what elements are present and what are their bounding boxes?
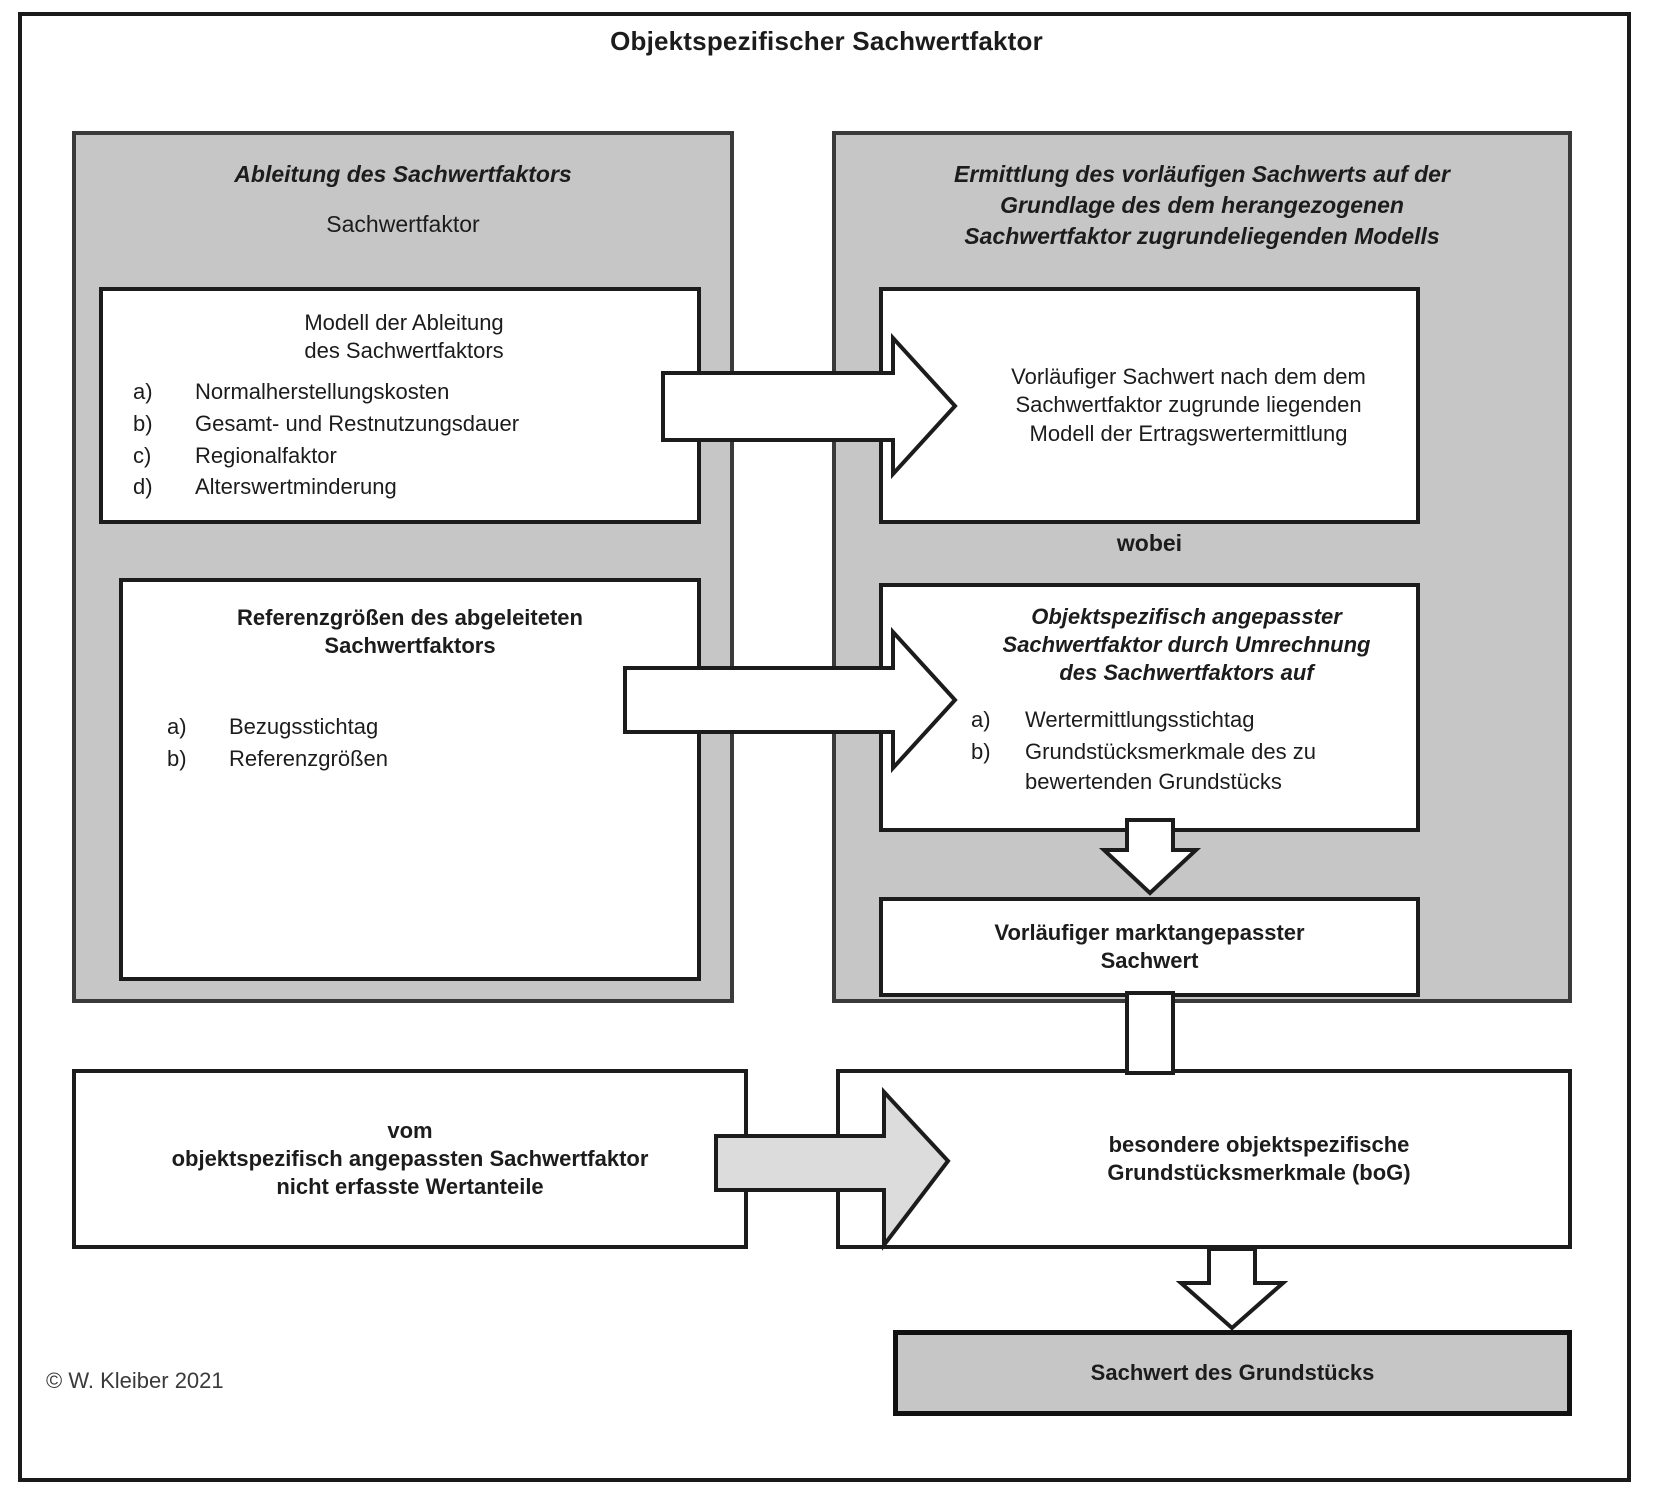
list-item: d) Alterswertminderung <box>133 472 687 502</box>
box-objektspez-title-line2: Sachwertfaktor durch Umrechnung <box>1002 632 1371 658</box>
box-bog-line1: besondere objektspezifische <box>1108 1131 1410 1157</box>
list-marker: d) <box>133 474 153 500</box>
box-nicht-erfasste-wertanteile: vom objektspezifisch angepassten Sachwer… <box>72 1069 748 1249</box>
panel-ableitung-subheading: Sachwertfaktor <box>326 211 480 237</box>
list-item: a) Bezugsstichtag <box>167 712 681 742</box>
list-item: b) Grundstücksmerkmale des zu bewertende… <box>971 737 1402 796</box>
referenz-item-list: a) Bezugsstichtag b) Referenzgrößen <box>139 712 681 773</box>
list-text: Regionalfaktor <box>195 442 337 468</box>
list-text: Normalherstellungskosten <box>195 379 450 405</box>
list-marker: b) <box>167 746 187 771</box>
box-sachwert-des-grundstuecks: Sachwert des Grundstücks <box>893 1330 1572 1416</box>
panel-ermittlung-heading-line3: Sachwertfaktor zugrundeliegenden Modells <box>964 223 1440 250</box>
box-besondere-objektspezifische-grundstuecksmerkmale: besondere objektspezifische Grundstücksm… <box>836 1069 1572 1249</box>
list-text: Grundstücksmerkmale des zu bewertenden G… <box>1025 739 1316 794</box>
panel-ableitung-heading: Ableitung des Sachwertfaktors <box>234 161 572 187</box>
list-item: a) Wertermittlungsstichtag <box>971 705 1402 735</box>
box-vorlaeufig-line1: Vorläufiger Sachwert nach dem dem <box>1011 364 1366 390</box>
box-sachwert-grundstueck-label: Sachwert des Grundstücks <box>1090 1359 1375 1385</box>
box-objektspez-title-line1: Objektspezifisch angepasster <box>1031 604 1342 629</box>
box-marktangepasst-line2: Sachwert <box>1100 948 1199 973</box>
box-objektspez-title-line3: des Sachwertfaktors auf <box>1059 660 1314 686</box>
list-marker: b) <box>133 411 153 436</box>
list-marker: a) <box>167 714 187 740</box>
wobei-label: wobei <box>1116 530 1183 556</box>
panel-ermittlung-heading-line1: Ermittlung des vorläufigen Sachwerts auf… <box>954 161 1450 187</box>
list-marker: c) <box>133 442 152 468</box>
box-modell-der-ableitung: Modell der Ableitung des Sachwertfaktors… <box>99 287 701 524</box>
list-marker: b) <box>971 739 991 765</box>
modell-item-list: a) Normalherstellungskosten b) Gesamt- u… <box>121 377 687 502</box>
box-vorlaeufig-line2: Sachwertfaktor zugrunde liegenden <box>1015 392 1362 418</box>
box-referenz-title-line2: Sachwertfaktors <box>324 633 496 659</box>
box-modell-title-line2: des Sachwertfaktors <box>304 338 504 364</box>
objektspez-item-list: a) Wertermittlungsstichtag b) Grundstück… <box>971 705 1402 796</box>
box-vorlaeufig-line3: Modell der Ertragswertermittlung <box>1029 420 1348 446</box>
box-marktangepasst-line1: Vorläufiger marktangepasster <box>994 919 1305 945</box>
list-item: a) Normalherstellungskosten <box>133 377 687 407</box>
panel-ermittlung-heading-line2: Grundlage des dem herangezogenen <box>1000 192 1404 219</box>
copyright-notice: © W. Kleiber 2021 <box>46 1368 224 1393</box>
box-wertanteile-line2: objektspezifisch angepassten Sachwertfak… <box>171 1145 649 1171</box>
box-modell-title-line1: Modell der Ableitung <box>304 310 504 335</box>
list-marker: a) <box>133 379 153 405</box>
box-referenz-title-line1: Referenzgrößen des abgeleiteten <box>237 605 583 630</box>
panel-ermittlung: Ermittlung des vorläufigen Sachwerts auf… <box>832 131 1572 1003</box>
list-item: b) Gesamt- und Restnutzungsdauer <box>133 409 687 439</box>
box-vorlaeufiger-marktangepasster-sachwert: Vorläufiger marktangepasster Sachwert <box>879 897 1420 997</box>
list-text: Alterswertminderung <box>195 474 397 500</box>
box-referenzgroessen: Referenzgrößen des abgeleiteten Sachwert… <box>119 578 701 981</box>
list-item: c) Regionalfaktor <box>133 441 687 471</box>
list-text: Wertermittlungsstichtag <box>1025 707 1255 733</box>
box-bog-line2: Grundstücksmerkmale (boG) <box>1107 1160 1411 1185</box>
page-title: Objektspezifischer Sachwertfaktor <box>610 26 1043 56</box>
box-wertanteile-line1: vom <box>387 1117 433 1143</box>
list-text: Referenzgrößen <box>229 746 388 771</box>
list-marker: a) <box>971 707 991 733</box>
list-item: b) Referenzgrößen <box>167 744 681 774</box>
box-wertanteile-line3: nicht erfasste Wertanteile <box>276 1174 544 1200</box>
box-vorlaeufiger-sachwert: Vorläufiger Sachwert nach dem dem Sachwe… <box>879 287 1420 524</box>
panel-ermittlung-heading: Ermittlung des vorläufigen Sachwerts auf… <box>850 159 1554 252</box>
list-text: Bezugsstichtag <box>229 714 379 740</box>
list-text: Gesamt- und Restnutzungsdauer <box>195 411 520 436</box>
box-objektspezifisch-angepasst: Objektspezifisch angepasster Sachwertfak… <box>879 583 1420 832</box>
